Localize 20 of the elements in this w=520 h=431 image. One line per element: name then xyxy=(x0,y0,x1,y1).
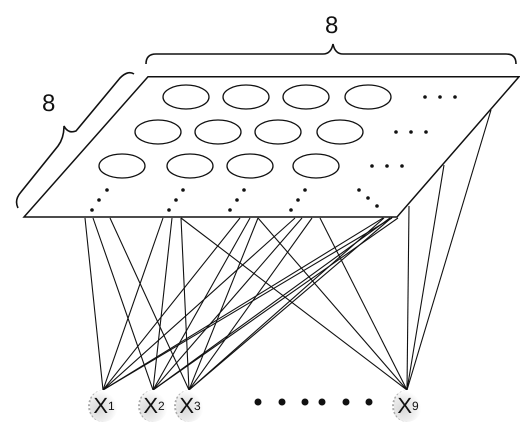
connection-line xyxy=(84,218,104,390)
connection-line xyxy=(102,218,240,390)
connection-line xyxy=(102,218,164,390)
connection-line xyxy=(406,164,445,390)
dimension-label: 8 xyxy=(325,14,338,38)
connection-line xyxy=(258,218,408,390)
connection-line xyxy=(188,218,312,390)
connection-line xyxy=(102,218,296,390)
connection-line xyxy=(92,218,154,390)
connection-line xyxy=(406,206,410,390)
grid-plane xyxy=(24,76,520,218)
dimension-label: 8 xyxy=(42,92,56,116)
connection-line xyxy=(188,218,259,390)
connection-line xyxy=(152,218,302,390)
connection-line xyxy=(320,218,408,390)
connection-line xyxy=(110,218,190,390)
connection-line xyxy=(180,218,190,390)
connection-line xyxy=(152,218,173,390)
connection-line xyxy=(152,218,250,390)
connection-line xyxy=(406,110,492,390)
